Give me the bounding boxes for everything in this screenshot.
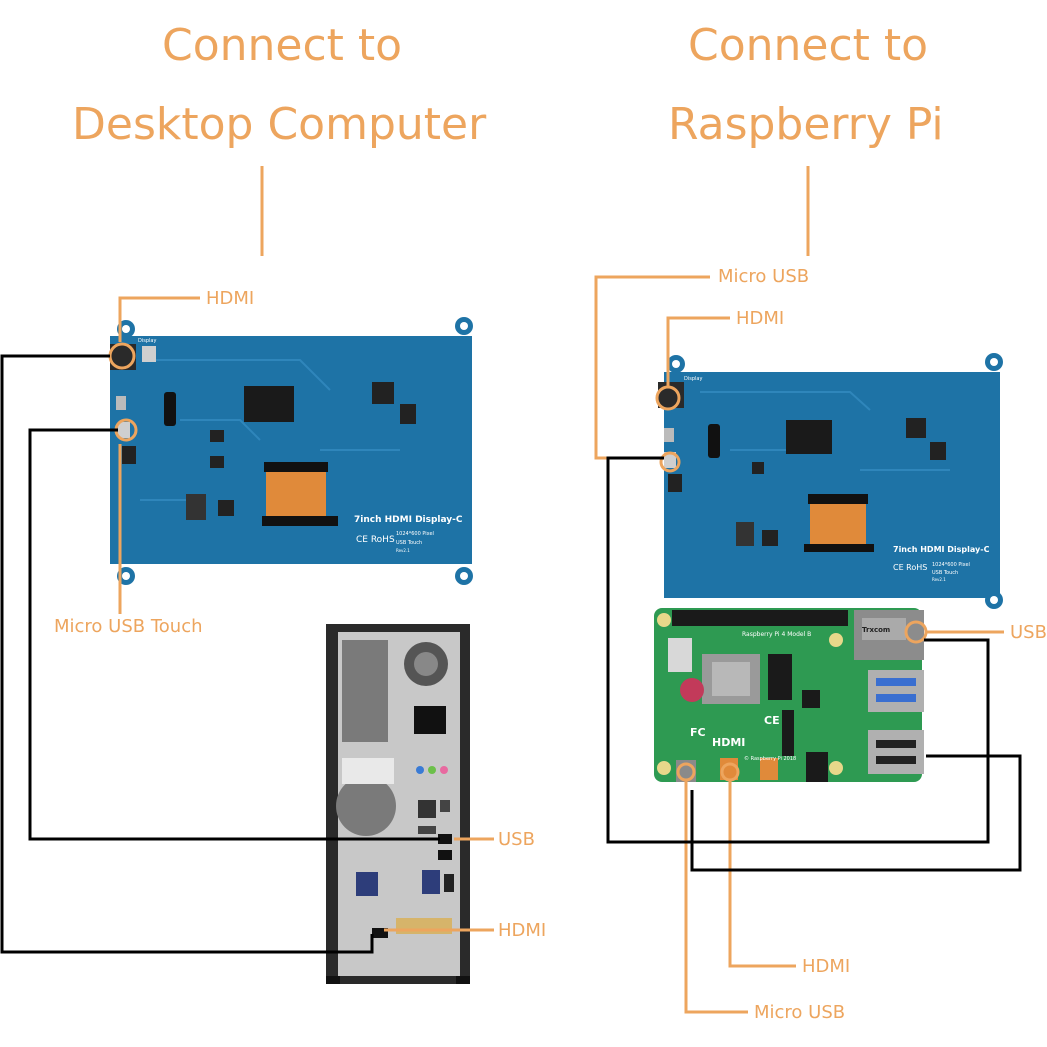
pi-ce-mark: CE — [764, 714, 780, 727]
wires — [0, 354, 1022, 954]
left-title-line2: Desktop Computer — [72, 99, 487, 150]
display-cert-text-right: CE RoHS — [893, 563, 927, 572]
pi-model-text: Raspberry Pi 4 Model B — [742, 631, 811, 638]
label-usb-pc: USB — [498, 829, 535, 850]
display-resolution-text: 1024*600 Pixel — [396, 531, 434, 537]
label-hdmi-display-left: HDMI — [206, 288, 255, 309]
display-cert-text: CE RoHS — [356, 535, 395, 545]
label-micro-usb-pi: Micro USB — [754, 1002, 846, 1023]
right-title-line1: Connect to — [688, 20, 929, 71]
display-port-text: Display — [138, 338, 156, 344]
display-rev-text: Rev2.1 — [396, 548, 410, 553]
callout-lines — [118, 166, 1004, 1014]
display-touch-text-right: USB Touch — [932, 570, 958, 576]
display-resolution-text-right: 1024*600 Pixel — [932, 562, 970, 568]
pi-fcc-mark: FC — [690, 726, 706, 739]
display-rev-text-right: Rev2.1 — [932, 577, 946, 582]
display-touch-text: USB Touch — [396, 540, 422, 546]
label-micro-usb-touch: Micro USB Touch — [54, 616, 203, 637]
display-board-right: 7inch HDMI Display-C CE RoHS 1024*600 Pi… — [658, 353, 1003, 609]
pi-eth-brand: Trxcom — [862, 626, 890, 634]
label-micro-usb-display-right: Micro USB — [718, 266, 810, 287]
label-usb-pi: USB — [1010, 622, 1047, 643]
left-title-line1: Connect to — [162, 20, 403, 71]
label-hdmi-pi: HDMI — [802, 956, 851, 977]
pc-tower — [326, 624, 470, 984]
display-model-text-right: 7inch HDMI Display-C — [893, 545, 990, 554]
pi-year-text: © Raspberry Pi 2018 — [744, 755, 796, 762]
label-hdmi-pc: HDMI — [498, 920, 547, 941]
right-title-line2: Raspberry Pi — [668, 99, 944, 150]
display-board-left: 7inch HDMI Display-C CE RoHS 1024*600 Pi… — [110, 317, 473, 585]
label-hdmi-display-right: HDMI — [736, 308, 785, 329]
display-model-text: 7inch HDMI Display-C — [354, 515, 463, 525]
pi-hdmi-logo: HDMI — [712, 736, 745, 749]
display-port-text-right: Display — [684, 376, 702, 382]
raspberry-pi-board: Raspberry Pi 4 Model B HDMI FC CE © Rasp… — [654, 608, 924, 782]
